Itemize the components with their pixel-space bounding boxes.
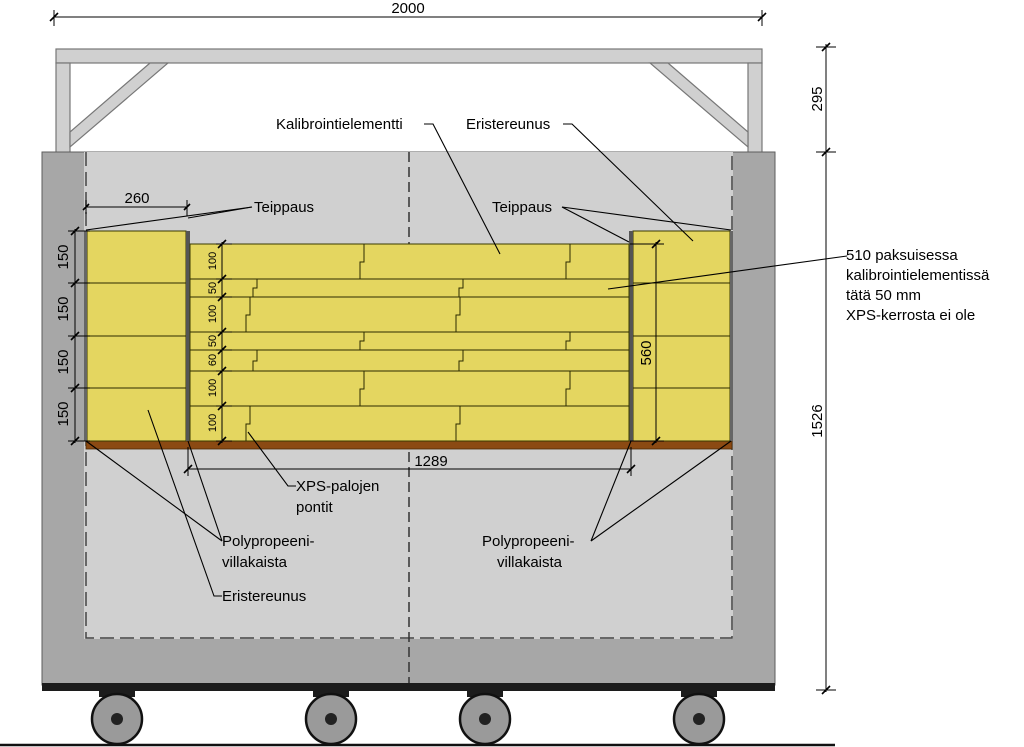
- wheel: [672, 689, 726, 746]
- calibration-element: [189, 243, 630, 442]
- label-teippaus-right: Teippaus: [492, 199, 552, 216]
- wheel: [458, 689, 512, 746]
- label-teippaus-left: Teippaus: [254, 199, 314, 216]
- label-eristereunus-top: Eristereunus: [466, 116, 550, 133]
- left-edge-block: [86, 230, 187, 442]
- dim-side-layers: 150 150 150 150: [55, 226, 90, 446]
- dim-center-layer-4: 50: [207, 335, 219, 347]
- wheel: [304, 689, 358, 746]
- label-note-line-1: 510 paksuisessa: [846, 247, 958, 264]
- wheels: [90, 689, 726, 746]
- label-kalibrointielementti: Kalibrointielementti: [276, 116, 403, 133]
- dim-block-width-label: 260: [124, 190, 149, 207]
- dim-center-layer-6: 100: [207, 379, 219, 397]
- label-pp-left-line-1: Polypropeeni-: [222, 533, 315, 550]
- dim-center-layer-5: 60: [207, 354, 219, 366]
- dim-top-width-label: 2000: [391, 0, 424, 17]
- label-xps-line-2: pontit: [296, 499, 334, 516]
- leader-lines: [85, 123, 848, 597]
- dim-frame-height-label: 295: [809, 86, 826, 111]
- dim-center-width: 1289: [183, 447, 636, 476]
- dim-total-height-label: 1526: [809, 404, 826, 437]
- dim-center-layer-1: 100: [207, 252, 219, 270]
- dim-center-layers: 100 50 100 50 60 100 100: [207, 239, 232, 446]
- dim-side-layer-2: 150: [55, 296, 72, 321]
- dim-center-layer-2: 50: [207, 282, 219, 294]
- dim-side-layer-4: 150: [55, 401, 72, 426]
- label-eristereunus-bottom: Eristereunus: [222, 588, 306, 605]
- dim-block-width: 260: [82, 190, 191, 216]
- label-pp-right-line-1: Polypropeeni-: [482, 533, 575, 550]
- dim-center-width-label: 1289: [414, 453, 447, 470]
- wheel: [90, 689, 144, 746]
- top-frame: [55, 48, 763, 154]
- dim-center-layer-7: 100: [207, 414, 219, 432]
- dim-top-width: 2000: [49, 0, 767, 26]
- dim-center-layer-3: 100: [207, 305, 219, 323]
- dim-side-layer-3: 150: [55, 349, 72, 374]
- dim-side-layer-1: 150: [55, 244, 72, 269]
- label-xps-line-1: XPS-palojen: [296, 478, 379, 495]
- right-edge-block: [632, 230, 731, 442]
- label-note-line-3: tätä 50 mm: [846, 287, 921, 304]
- dim-right-height-label: 560: [638, 340, 655, 365]
- dim-right-vertical: 295 1526: [809, 42, 836, 695]
- label-pp-left-line-2: villakaista: [222, 554, 288, 571]
- label-note-line-4: XPS-kerrosta ei ole: [846, 307, 975, 324]
- base-strip: [85, 440, 733, 450]
- dim-right-height: 560: [630, 239, 664, 446]
- labels: Kalibrointielementti Eristereunus Teippa…: [222, 116, 990, 605]
- label-pp-right-line-2: villakaista: [497, 554, 563, 571]
- label-note-line-2: kalibrointielementissä: [846, 267, 990, 284]
